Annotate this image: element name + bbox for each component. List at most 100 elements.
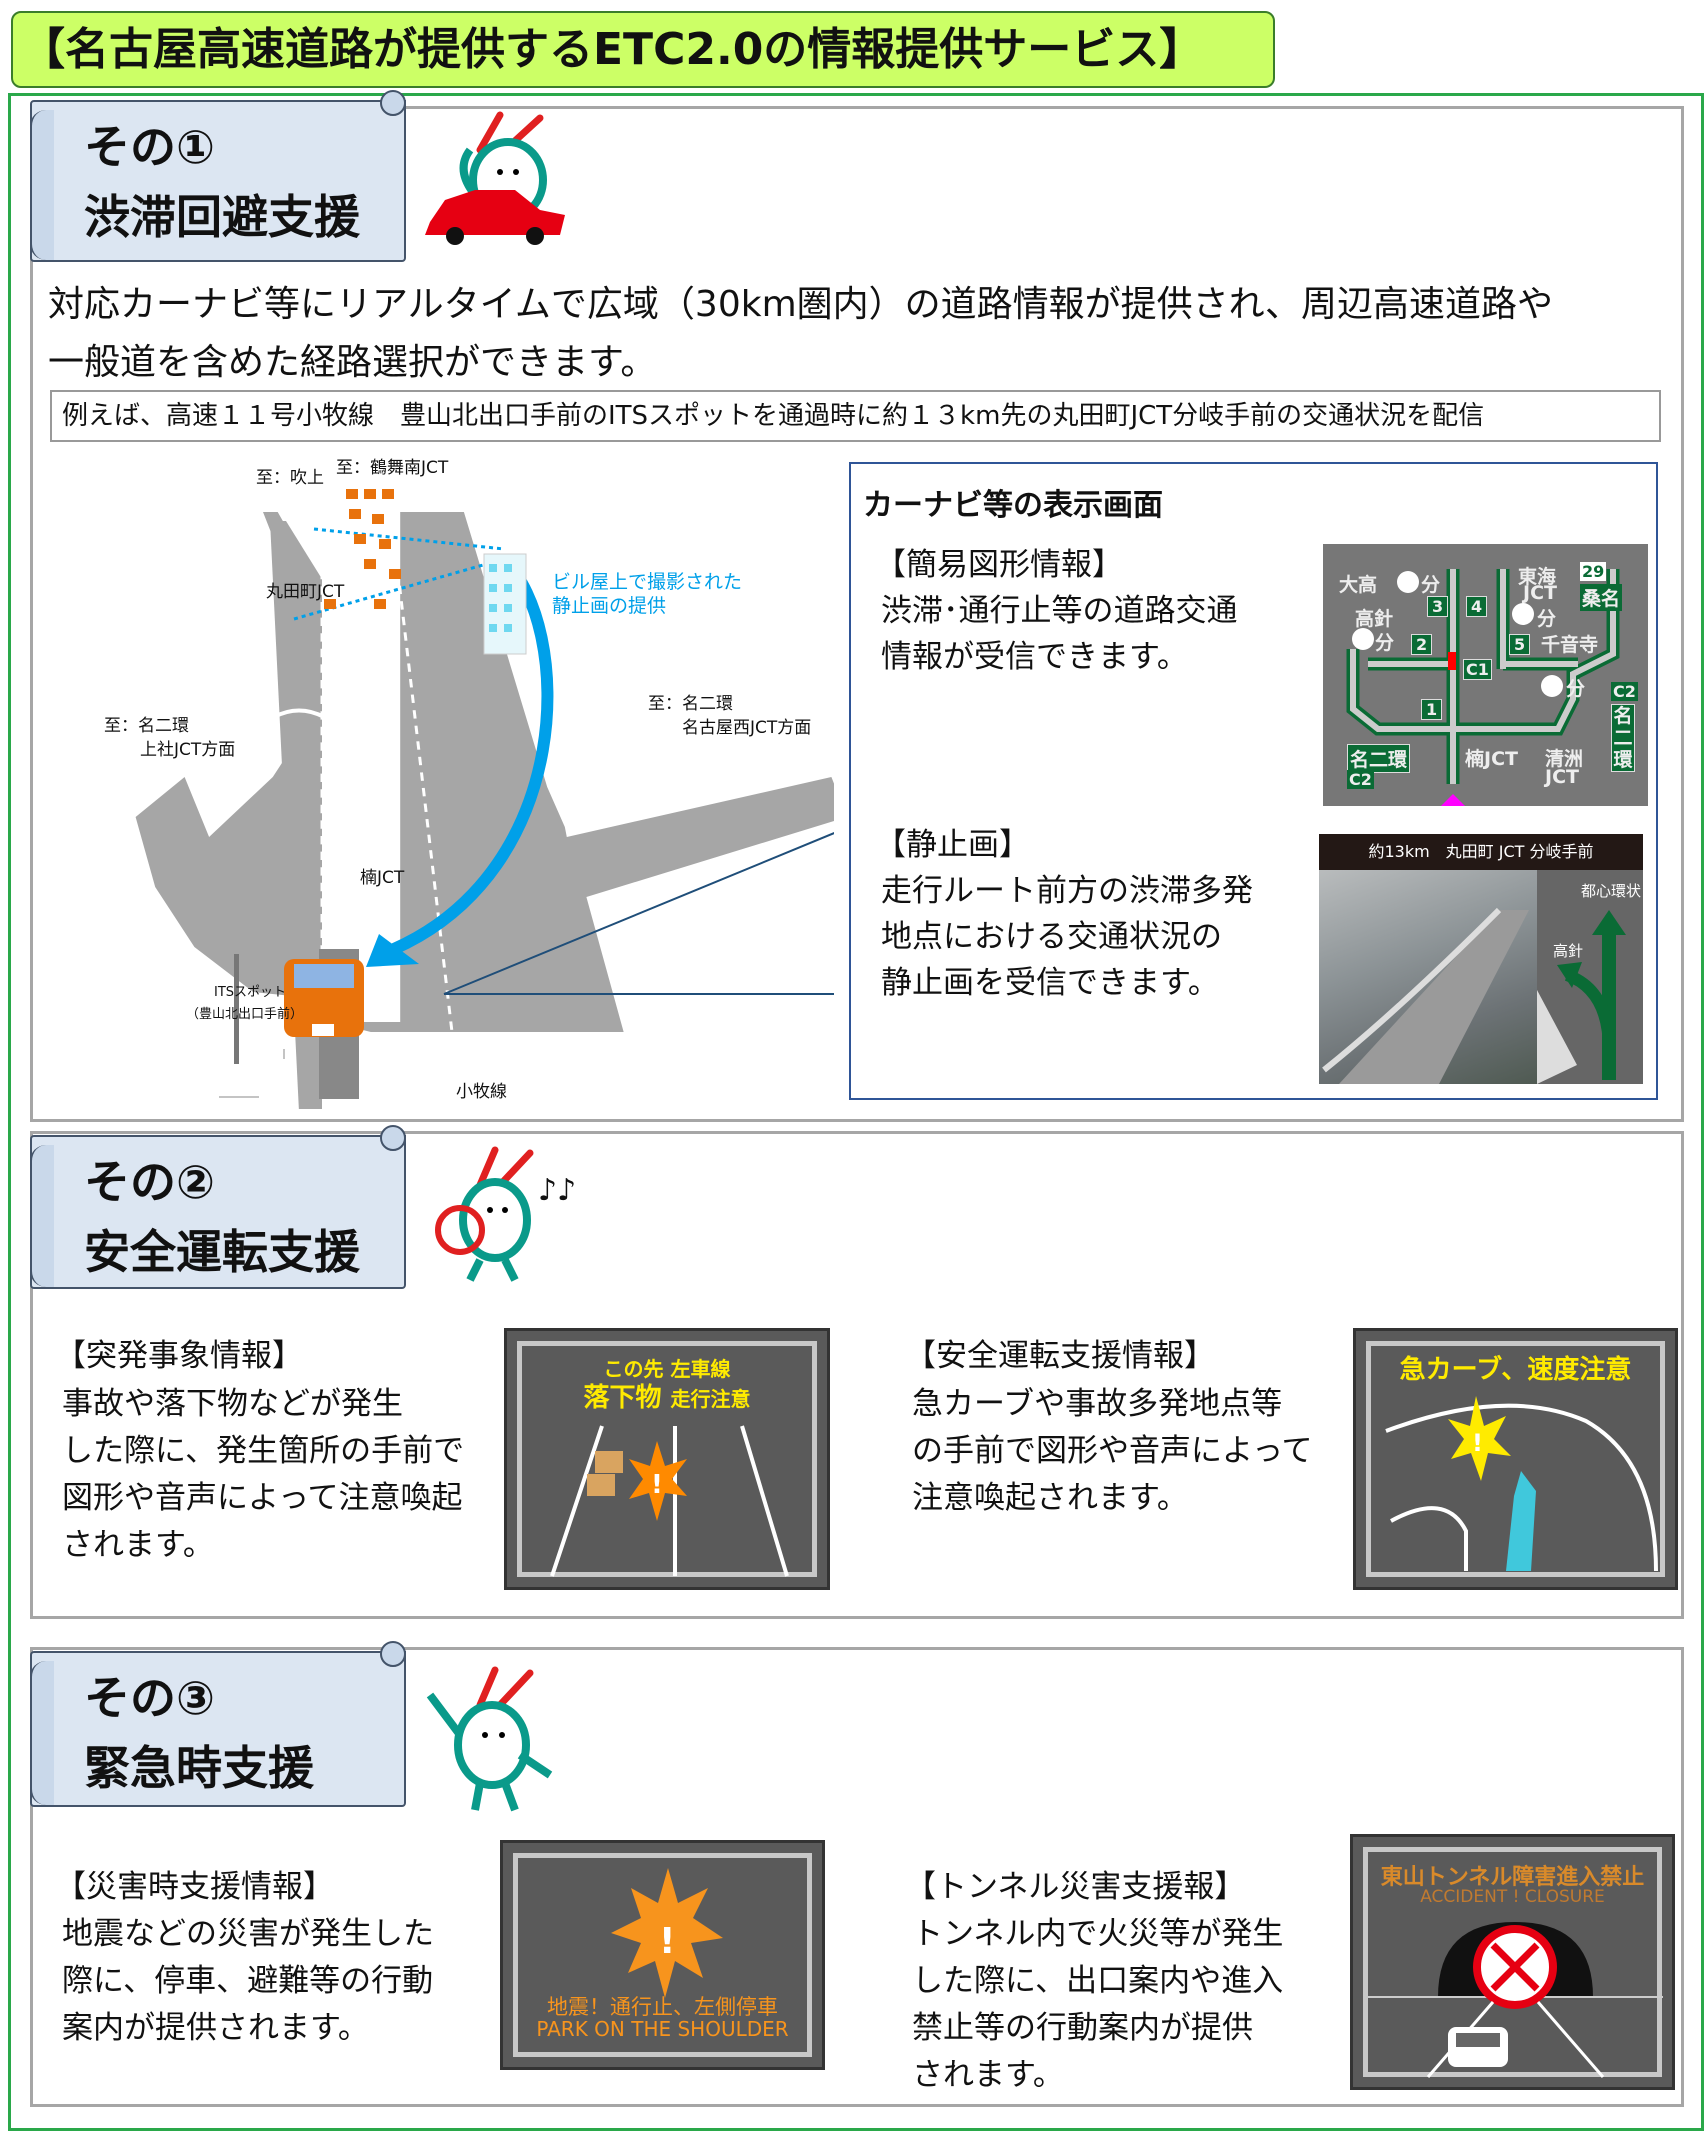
tunnel-info-line4: されます。	[912, 2057, 1064, 2093]
label-tsurumai: 至：鶴舞南JCT	[336, 458, 449, 478]
page-title: 【名古屋高速道路が提供するETC2.0の情報提供サービス】	[11, 11, 1275, 88]
label-west-line2: 上社JCT方面	[140, 740, 236, 760]
nav-tokai: 東海	[1518, 566, 1557, 588]
nav-kuwana: 桑名	[1580, 584, 1623, 611]
section1-example-box: 例えば、高速１１号小牧線 豊山北出口手前のITSスポットを通過時に約１３km先の…	[50, 390, 1661, 442]
safety-info-line3: 注意喚起されます。	[912, 1480, 1188, 1516]
car-navi-panel: カーナビ等の表示画面 【簡易図形情報】 渋滞･通行止等の道路交通 情報が受信でき…	[849, 462, 1658, 1100]
incident-info-line1: 事故や落下物などが発生	[62, 1386, 403, 1422]
earthquake-display: ! 地震！通行止、左側停車 PARK ON THE SHOULDER	[500, 1840, 825, 2070]
route-3-shield: 3	[1427, 596, 1449, 617]
section2-heading: 安全運転支援	[84, 1225, 360, 1279]
tunnel-info-line3: 禁止等の行動案内が提供	[912, 2010, 1253, 2046]
fallen-object-word: 落下物	[583, 1383, 662, 1413]
label-marutamachi-jct: 丸田町JCT	[266, 582, 345, 602]
nav-otaka: 大高	[1339, 574, 1378, 596]
still-image-line3: 静止画を受信できます。	[881, 965, 1219, 1001]
label-camera-line1: ビル屋上で撮影された	[552, 571, 743, 593]
section1-description-line2: 一般道を含めた経路選択ができます。	[48, 342, 657, 383]
simple-info-line1: 渋滞･通行止等の道路交通	[881, 593, 1238, 629]
nav-kiyosu: 清洲	[1545, 748, 1584, 770]
nav-road-network	[1346, 569, 1620, 806]
outer-frame	[8, 93, 1704, 2131]
section1-banner: その① 渋滞回避支援	[30, 90, 406, 262]
still-image-line2: 地点における交通状況の	[881, 919, 1222, 955]
still-image-title: 【静止画】	[875, 827, 1030, 863]
photo-caption: 約13km 丸田町 JCT 分岐手前	[1319, 834, 1643, 870]
mascot-car-icon	[425, 111, 565, 245]
tunnel-info-line2: した際に、出口案内や進入	[912, 1963, 1284, 1999]
safety-info-line2: の手前で図形や音声によって	[912, 1433, 1313, 1469]
nav-fun-takabari: 分	[1375, 632, 1395, 654]
simple-info-line2: 情報が受信できます。	[881, 639, 1188, 675]
disaster-info-line3: 案内が提供されます。	[62, 2010, 369, 2046]
road-hazard-icon: !	[550, 1425, 789, 1577]
svg-text:!: !	[1472, 1429, 1483, 1457]
mascot-waving-icon	[426, 1666, 553, 1812]
tunnel-closure-jp: 東山トンネル障害進入禁止	[1380, 1865, 1645, 1890]
section3-banner: その③ 緊急時支援	[30, 1641, 406, 1807]
safety-info-line1: 急カーブや事故多発地点等	[912, 1386, 1283, 1422]
svg-text:♪♪: ♪♪	[538, 1173, 576, 1208]
route-4-shield: 4	[1466, 596, 1488, 617]
svg-text:!: !	[659, 1921, 675, 1962]
nav-fun-tokai: 分	[1537, 608, 1557, 630]
nav-senonji: 千音寺	[1541, 634, 1599, 656]
incident-info-line2: した際に、発生箇所の手前で	[62, 1433, 465, 1469]
nav-fun-otaka: 分	[1421, 574, 1441, 596]
tunnel-closure-display: 東山トンネル障害進入禁止 ACCIDENT ! CLOSURE	[1350, 1834, 1675, 2090]
route-5-shield: 5	[1509, 634, 1531, 655]
sharp-curve-display: 急カーブ、速度注意 !	[1353, 1328, 1678, 1590]
disaster-info-line1: 地震などの災害が発生した	[62, 1916, 434, 1952]
safety-info-title: 【安全運転支援情報】	[905, 1338, 1215, 1374]
disaster-info-line2: 際に、停車、避難等の行動	[62, 1963, 434, 1999]
fallen-object-caution: 走行注意	[670, 1387, 751, 1411]
label-east-line2: 名古屋西JCT方面	[682, 718, 812, 738]
label-fukiage: 至：吹上	[256, 468, 324, 488]
photo-takabari: 高針	[1553, 942, 1584, 960]
route-c1-shield: C1	[1463, 659, 1492, 680]
label-komaki: 小牧線	[456, 1082, 507, 1102]
route-29-badge: 29	[1580, 562, 1607, 581]
traffic-photo	[1319, 870, 1537, 1084]
tunnel-info-line1: トンネル内で火災等が発生	[912, 1916, 1284, 1952]
label-kusunoki-jct: 楠JCT	[360, 868, 405, 888]
incident-info-line3: 図形や音声によって注意喚起	[62, 1480, 463, 1516]
incident-info-title: 【突発事象情報】	[55, 1338, 303, 1374]
earthquake-text-en: PARK ON THE SHOULDER	[536, 2017, 789, 2041]
label-camera-line2: 静止画の提供	[552, 595, 667, 617]
tunnel-closure-en: ACCIDENT ! CLOSURE	[1420, 1887, 1605, 1907]
route-map: 至：吹上 至：鶴舞南JCT 丸田町JCT ビル屋上で撮影された 静止画の提供 至…	[54, 449, 834, 1109]
warning-burst-icon: !	[611, 1868, 723, 1998]
nav-fun-senonji: 分	[1566, 678, 1586, 700]
svg-text:!: !	[651, 1470, 663, 1500]
route-1-shield: 1	[1421, 699, 1443, 720]
label-west-line1: 至：名二環	[104, 716, 189, 736]
nav-c2-right: C2	[1611, 682, 1638, 701]
label-its-line2: （豊山北出口手前）	[186, 1007, 304, 1022]
label-east-line1: 至：名二環	[648, 694, 733, 714]
still-image-display: 約13km 丸田町 JCT 分岐手前 都心環状 高針	[1319, 834, 1643, 1084]
label-its-line1: ITSスポット	[214, 985, 287, 1000]
nav-kiyosu-jct: JCT	[1545, 766, 1579, 788]
nav-c2-left: C2	[1347, 770, 1374, 789]
nav-meinikan-left: 名二環	[1347, 744, 1411, 773]
no-entry-tunnel-icon	[1368, 1922, 1663, 2078]
fallen-object-line1: この先 左車線	[603, 1357, 731, 1381]
mascot-steering-icon: ♪♪	[435, 1146, 576, 1282]
section1-number: その①	[84, 120, 215, 174]
section2-number: その②	[84, 1155, 215, 1209]
route-map-graphic	[135, 489, 834, 1109]
nav-kusunoki-jct: 楠JCT	[1465, 748, 1518, 770]
route-arrow-icon	[1537, 910, 1626, 1084]
panel-heading: カーナビ等の表示画面	[863, 488, 1163, 523]
fallen-object-line2: 落下物 走行注意	[507, 1377, 827, 1414]
fallen-object-display: この先 左車線 落下物 走行注意 !	[504, 1328, 830, 1590]
section3-number: その③	[84, 1671, 215, 1725]
tunnel-info-title: 【トンネル災害支援報】	[905, 1869, 1246, 1905]
disaster-info-title: 【災害時支援情報】	[55, 1869, 334, 1905]
photo-toshin: 都心環状	[1581, 882, 1642, 900]
section2-banner: その② 安全運転支援	[30, 1125, 406, 1289]
simple-info-title: 【簡易図形情報】	[875, 547, 1123, 583]
nav-meinikan-right: 名二環	[1611, 704, 1635, 772]
